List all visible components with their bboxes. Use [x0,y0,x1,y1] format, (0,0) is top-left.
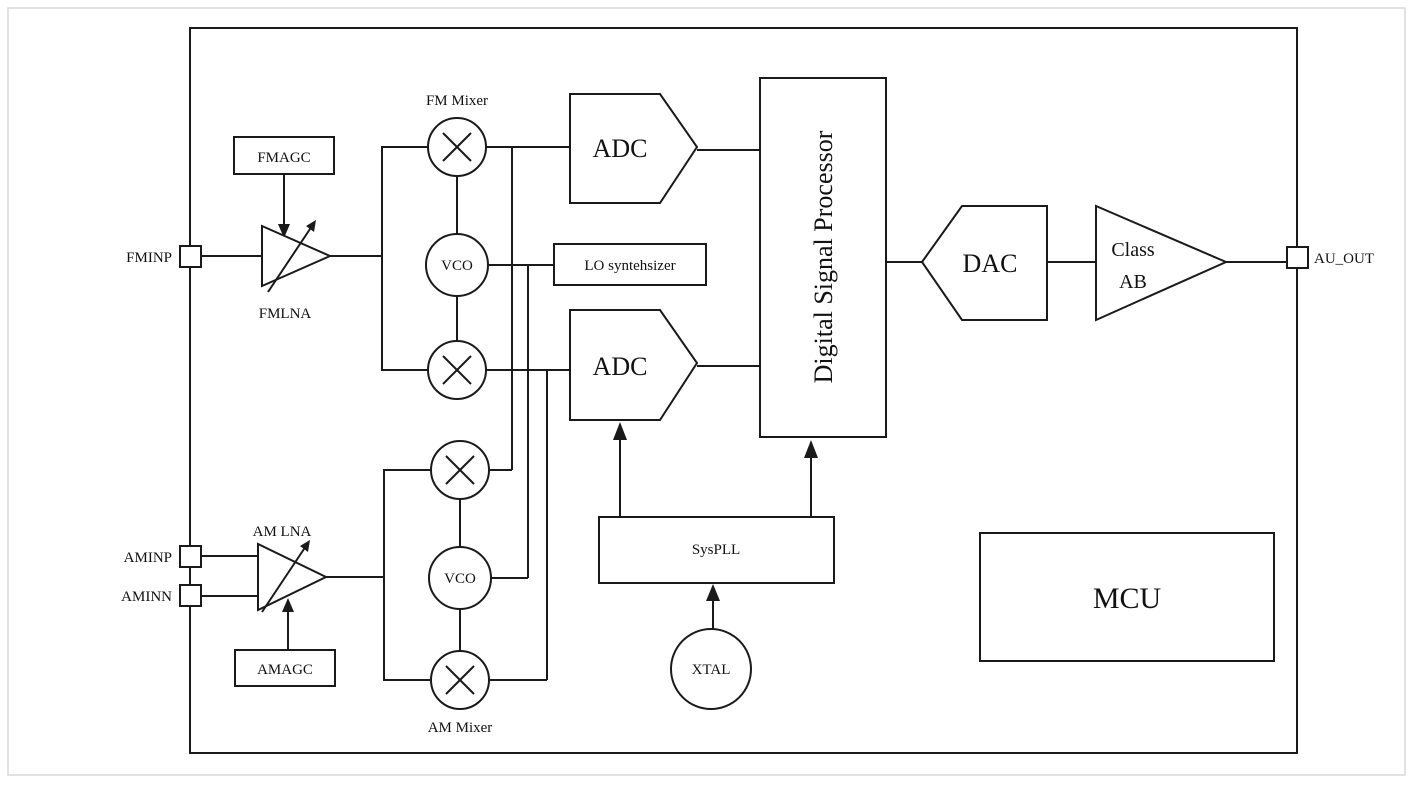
pin-aminp-label: AMINP [124,550,172,566]
am-lna-variable-gain [261,545,307,613]
fm-mixer-feed [381,146,428,371]
fmlna-label: FMLNA [259,306,312,322]
syspll-label: SysPLL [692,542,740,558]
amagc-arrow-icon [282,598,294,612]
fmlna-amplifier [261,224,333,288]
pin-aminn [179,584,202,607]
am-lna-label: AM LNA [253,524,312,540]
pin-au-out-label: AU_OUT [1314,251,1374,267]
syspll-adc-arrow-icon [613,422,627,440]
fmagc-box [233,136,335,175]
pin-fminp [179,245,202,268]
dac-label: DAC [963,249,1018,278]
syspll-dsp-arrow-icon [804,440,818,458]
syspll-box [598,516,835,584]
lo-synthesizer-box [553,243,707,286]
vco-fm-label: VCO [441,258,473,274]
fmagc-label: FMAGC [257,150,310,166]
am-mixer-label: AM Mixer [428,720,493,736]
xtal-circle [670,628,752,710]
dsp-label: Digital Signal Processor [809,130,838,383]
class-ab-label-line1: Class [1111,239,1155,261]
fmlna-gain-arrow-icon [306,220,316,232]
mixer-x-icon [442,355,472,385]
am-lna-gain-arrow-icon [300,540,310,552]
fm-mixer-label: FM Mixer [426,93,488,109]
vco-am-label: VCO [444,571,476,587]
amagc-box [234,649,336,687]
am-lna-amplifier [257,542,329,612]
mcu-label: MCU [1093,582,1162,615]
pin-aminn-label: AMINN [121,589,172,605]
dsp-box [759,77,887,438]
mixer-x-icon [445,455,475,485]
class-ab-amplifier [1095,204,1229,322]
adc-bottom-box [569,309,699,421]
fmlna-variable-gain [267,225,313,293]
outer-border [7,7,1406,776]
pin-aminp [179,545,202,568]
pin-fminp-label: FMINP [126,250,172,266]
mixer-x-icon [442,132,472,162]
adc-top-label: ADC [593,134,648,163]
amagc-label: AMAGC [257,662,313,678]
class-ab-label-line2: AB [1119,271,1147,293]
pin-au-out [1286,246,1309,269]
lo-synthesizer-label: LO syntehsizer [584,258,675,274]
mixer-x-icon [445,665,475,695]
chip-boundary [189,27,1298,754]
adc-bottom-label: ADC [593,352,648,381]
xtal-arrow-icon [706,584,720,601]
am-mixer-feed [383,469,431,681]
mcu-box [979,532,1275,662]
fmagc-arrow-icon [278,224,290,238]
xtal-label: XTAL [692,662,731,678]
adc-top-box [569,93,699,204]
